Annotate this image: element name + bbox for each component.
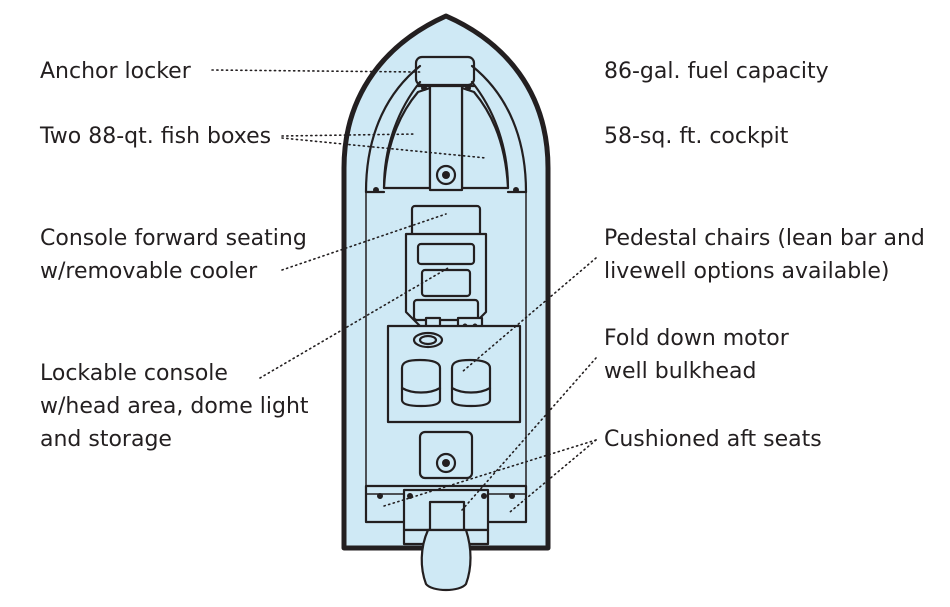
steering-wheel-hub — [418, 334, 438, 346]
transom-dot-2 — [481, 493, 487, 499]
pedestal-chair-right — [450, 358, 492, 408]
leader-fish-box-right — [281, 137, 487, 159]
label-fuel-capacity: 86-gal. fuel capacity — [604, 59, 829, 84]
cleat-1 — [421, 85, 427, 91]
deck-drain-fore-inner — [442, 171, 450, 179]
label-console-seating-line1: Console forward seating — [40, 226, 307, 251]
aft-drain-inner — [442, 459, 450, 467]
label-motor-well-line2: well bulkhead — [604, 359, 756, 384]
leader-anchor-locker — [211, 69, 421, 73]
label-console-line2: w/head area, dome light — [40, 394, 309, 419]
console-helm — [420, 268, 472, 298]
pedestal-chair-right-back — [450, 386, 492, 394]
label-console-seating-line2: w/removable cooler — [40, 259, 258, 284]
leader-fish-box-left — [281, 133, 417, 137]
leader-aft-seat-right — [509, 439, 597, 513]
cleat-3 — [373, 187, 379, 193]
fish-box-right — [460, 86, 510, 190]
label-console-line1: Lockable console — [40, 361, 228, 386]
leader-motor-well — [461, 357, 597, 511]
label-pedestal-line2: livewell options available) — [604, 259, 889, 284]
label-anchor-locker: Anchor locker — [40, 59, 192, 84]
label-motor-well-line1: Fold down motor — [604, 326, 790, 351]
pedestal-chair-left — [400, 358, 442, 408]
label-pedestal-line1: Pedestal chairs (lean bar and — [604, 226, 925, 251]
leader-pedestal — [461, 257, 597, 373]
transom-dot-3 — [377, 493, 383, 499]
fish-box-left — [382, 86, 432, 190]
label-console-line3: and storage — [40, 427, 172, 452]
leader-console-seating — [281, 213, 447, 271]
fish-box-divider — [428, 84, 464, 192]
pedestal-chair-left-back — [400, 386, 442, 394]
gunwale-front-right — [470, 64, 528, 194]
leader-aft-seat-left — [383, 439, 597, 507]
cleat-4 — [513, 187, 519, 193]
transom-dot-4 — [509, 493, 515, 499]
label-cockpit: 58-sq. ft. cockpit — [604, 124, 789, 149]
motor-well-bulkhead — [428, 500, 466, 534]
outboard-motor — [420, 528, 472, 592]
cleat-2 — [465, 85, 471, 91]
console-windshield — [416, 242, 476, 266]
anchor-locker-hatch — [414, 55, 476, 87]
console-forward-seat — [410, 204, 482, 238]
console-dash — [412, 298, 480, 322]
label-fish-boxes: Two 88-qt. fish boxes — [39, 124, 271, 149]
gunwale-front — [364, 64, 422, 194]
label-aft-seats: Cushioned aft seats — [604, 427, 822, 452]
